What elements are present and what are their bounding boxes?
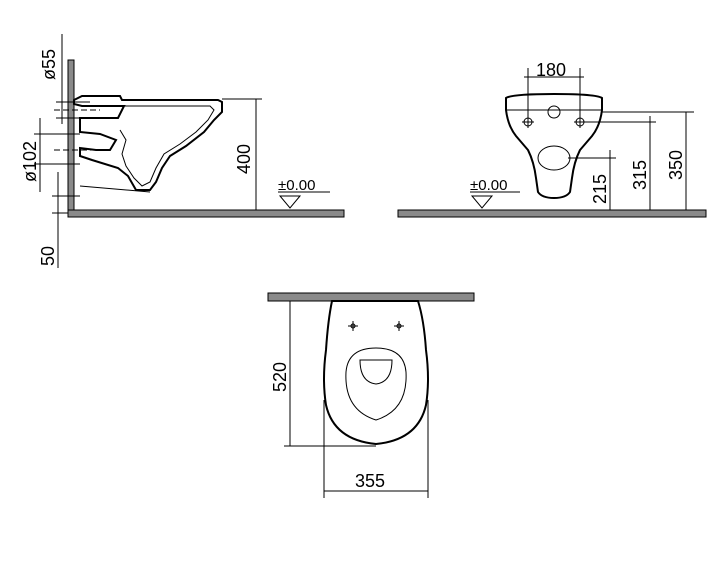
plan-bolt-left: [348, 321, 358, 331]
front-level-label: ±0.00: [470, 177, 507, 194]
side-wall: [67, 59, 75, 217]
d180-label: 180: [536, 60, 566, 80]
front-floor: [397, 209, 707, 218]
side-view: ø55 ø102 50 400 ±0.00: [20, 34, 345, 268]
front-waste-outlet: [537, 145, 571, 171]
plan-bowl-inner-rim: [345, 347, 407, 421]
side-bowl-inner: [119, 105, 215, 187]
plan-bowl-outline: [323, 300, 429, 446]
d315-label: 315: [630, 160, 650, 190]
front-view: 180 215 315 350 ±0.00: [397, 60, 707, 218]
side-level-label: ±0.00: [278, 177, 315, 194]
d350-label: 350: [666, 150, 686, 180]
d400-label: 400: [234, 144, 254, 174]
side-floor: [67, 209, 345, 218]
d215-label: 215: [590, 174, 610, 204]
d55-label: ø55: [39, 49, 59, 80]
d102-label: ø102: [20, 141, 40, 182]
plan-wall: [267, 292, 475, 302]
d355-label: 355: [355, 471, 385, 491]
plan-bolt-right: [394, 321, 404, 331]
d520-label: 520: [270, 362, 290, 392]
side-level-marker: [278, 195, 302, 209]
d50-label: 50: [38, 246, 58, 266]
side-bowl-outline: [73, 95, 223, 191]
front-inlet: [547, 105, 561, 119]
side-bowl-base: [79, 185, 151, 193]
plan-waste-opening: [359, 359, 393, 385]
plan-view: 520 355: [267, 292, 475, 498]
front-level-marker: [470, 195, 494, 209]
front-bowl-outline: [505, 92, 603, 200]
